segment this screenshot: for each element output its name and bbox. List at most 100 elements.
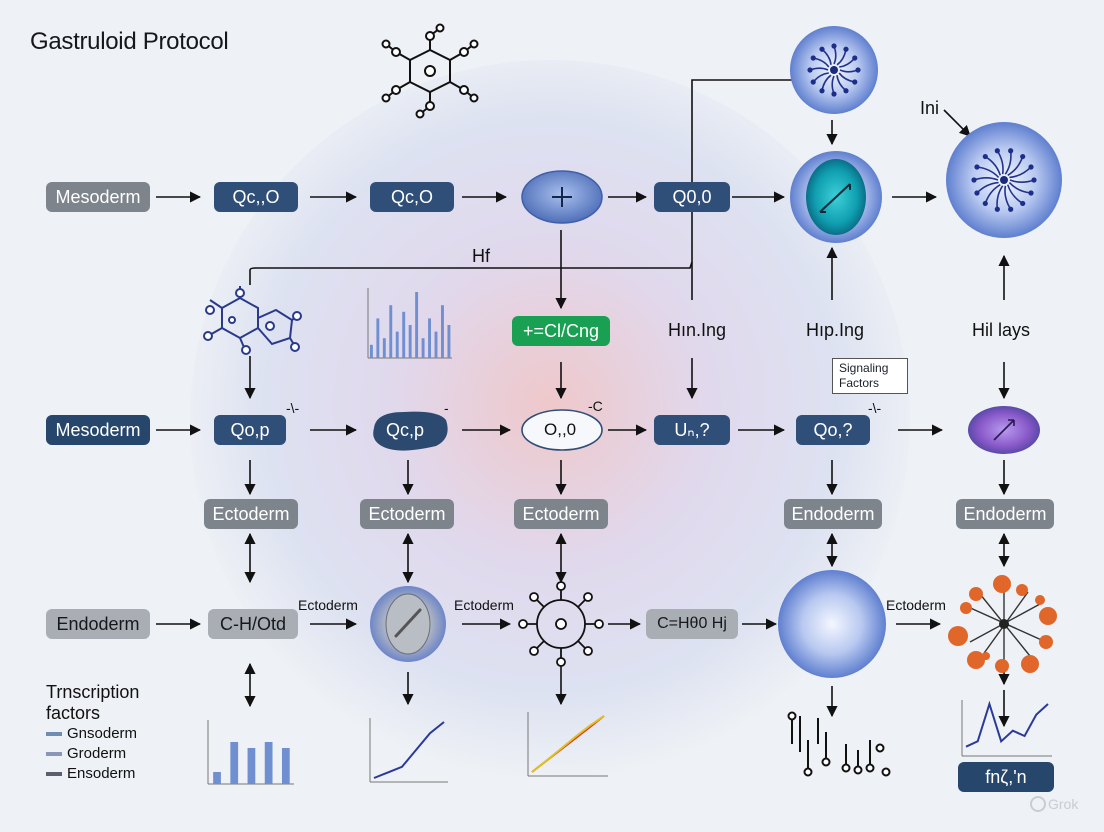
legend-swatch: [46, 752, 62, 756]
connector-lines: [249, 79, 812, 300]
legend-item-label: Gnsoderm: [67, 725, 138, 742]
hf-connector: [249, 79, 812, 285]
nucleus-center: [830, 66, 838, 74]
chart-bar: [281, 748, 290, 784]
nucleus-node: [1028, 164, 1034, 170]
row1-box1: Qc,,O: [214, 182, 298, 212]
legend-title: Trnscription factors: [46, 682, 140, 723]
blob-dark: [373, 411, 448, 451]
row4-start-box: Endoderm: [46, 609, 150, 639]
hf-label: Hf: [472, 246, 490, 266]
nucleus-node: [1031, 177, 1037, 183]
ectoderm-label-1: Ectoderm: [298, 597, 358, 613]
nucleus-node: [1020, 200, 1026, 207]
row1-box3: Q0,0: [654, 182, 730, 212]
chart-bar: [428, 318, 431, 358]
nucleus-node: [982, 153, 988, 160]
dash-mark-2: -: [444, 400, 449, 416]
row3-ectoderm-2: Ectoderm: [360, 499, 454, 529]
chart-series-line: [373, 721, 445, 779]
plus-icon: [552, 187, 572, 207]
chart-bar: [415, 292, 419, 358]
nucleus-node: [807, 67, 813, 73]
legend-swatch: [46, 732, 62, 736]
hin-ing-label: Hın.Ing: [668, 320, 727, 340]
chart-bar: [421, 338, 425, 358]
dash-mark-1: -\-: [286, 400, 300, 416]
final-box: fnζ,'n: [958, 762, 1054, 792]
nucleus-node: [852, 79, 858, 85]
chart-bar: [213, 772, 221, 784]
nucleus-node: [1028, 190, 1034, 196]
purple-cell-arrow-icon: [993, 419, 1015, 441]
nucleus-node: [1020, 153, 1026, 160]
nucleus-node: [855, 67, 861, 73]
double-arrows: [244, 532, 1010, 708]
row4-box2: C=Hθ0 Hj: [646, 609, 738, 639]
chart-bar: [395, 331, 399, 358]
watermark-text: Grok: [1048, 796, 1079, 812]
gray-cell-mark: [394, 608, 422, 638]
nucleus-node: [994, 148, 1000, 154]
chart-bar: [230, 742, 239, 784]
chart-bar: [434, 331, 438, 358]
watermark-icon: [1030, 796, 1046, 812]
arrow-inside-cell-icon: [819, 183, 851, 213]
row2-box2: Uₙ,?: [654, 415, 730, 445]
chart-bar: [376, 318, 380, 358]
nucleus-node: [982, 200, 988, 207]
chart-bar: [369, 344, 373, 358]
hip-ing-label: Hıp.Ing: [806, 320, 865, 340]
dash-mark-3: -\-: [868, 400, 882, 416]
cng-box: +=Cl/Cng: [512, 316, 610, 346]
nucleus-node: [819, 88, 825, 94]
row2-box1: Qo,p: [214, 415, 286, 445]
chart-bar: [402, 311, 406, 358]
legend-item-label: Ensoderm: [67, 765, 136, 782]
nucleus-node: [974, 164, 980, 170]
nucleus-node: [971, 177, 977, 183]
nucleus-node: [810, 55, 816, 61]
legend-item-label: Groderm: [67, 745, 127, 762]
chart-series-line: [531, 715, 605, 773]
hil-lays-label: Hil lays: [972, 320, 1031, 340]
c-mark: -C: [588, 398, 603, 414]
oval-outline: [521, 409, 603, 451]
page-title: Gastruloid Protocol: [30, 28, 229, 55]
row1-start-box: Mesoderm: [46, 182, 150, 212]
legend-item: Gnsoderm: [46, 724, 156, 744]
oval-label: O,,0: [544, 420, 577, 439]
legend: Trnscription factors Gnsoderm Groderm En…: [46, 682, 156, 784]
row2-box3: Qo,?: [796, 415, 870, 445]
nucleus-center: [1000, 176, 1008, 184]
row3-endoderm-1: Endoderm: [784, 499, 882, 529]
row3-endoderm-2: Endoderm: [956, 499, 1054, 529]
chart-bar: [441, 305, 444, 358]
chart-bar: [247, 748, 256, 784]
row3-ectoderm-3: Ectoderm: [514, 499, 608, 529]
ectoderm-label-3: Ectoderm: [886, 597, 946, 613]
structure-glyphs: [787, 711, 891, 777]
nucleus-node: [810, 79, 816, 85]
row2-start-box: Mesoderm: [46, 415, 150, 445]
legend-swatch: [46, 772, 62, 776]
signaling-factors-box: Signaling Factors: [832, 358, 908, 394]
chart-bar: [447, 325, 451, 358]
ectoderm-label-2: Ectoderm: [454, 597, 514, 613]
ini-label: Ini: [920, 98, 940, 118]
row4-box1: C-H/Otd: [208, 609, 298, 639]
molecule-icon-top: [381, 23, 479, 119]
nucleus-node: [852, 55, 858, 61]
nucleus-node: [1008, 206, 1014, 212]
nucleus-node: [819, 46, 825, 52]
blob-label: Qc,p: [386, 420, 425, 440]
chart-bar: [408, 325, 412, 358]
nucleus-node: [1008, 148, 1014, 154]
chart-bar: [389, 305, 393, 358]
nucleus-node: [843, 88, 849, 94]
row3-ectoderm-1: Ectoderm: [204, 499, 298, 529]
nucleus-node: [974, 190, 980, 196]
chart-series-line: [965, 700, 1049, 748]
